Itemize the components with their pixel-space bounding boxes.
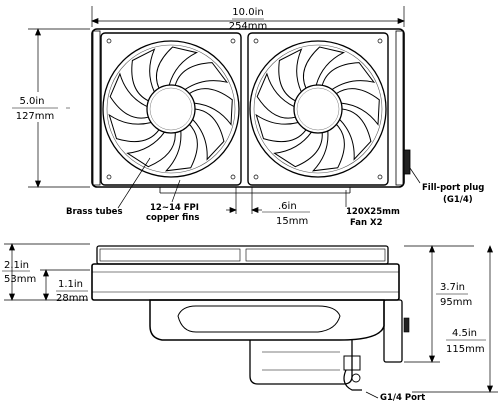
fan-blade: [131, 48, 156, 102]
fan-blades: [255, 46, 380, 172]
side-c-mm-label: 95mm: [440, 297, 472, 308]
port-label: G1/4 Port: [380, 393, 425, 403]
fan-blade: [273, 131, 323, 168]
side-b-mm-label: 28mm: [56, 293, 88, 304]
fan-size-label-2: Fan X2: [350, 218, 383, 228]
side-b-in-label: 1.1in: [58, 279, 83, 290]
fan-blade: [321, 62, 376, 91]
fill-port-label-1: Fill-port plug: [422, 183, 484, 193]
fan-gap-dimension: [226, 187, 310, 214]
fan-blade: [174, 62, 229, 91]
fan-left: [102, 38, 240, 180]
fill-port-label-2: (G1/4): [443, 195, 473, 205]
fins-label-2: copper fins: [146, 213, 199, 223]
fan-blade: [302, 46, 346, 89]
fan-blade: [311, 123, 345, 172]
side-c-in-label: 3.7in: [440, 282, 465, 293]
fins-label-1: 12~14 FPI: [150, 203, 199, 213]
fan-gap-in-label: .6in: [278, 201, 297, 212]
fan-blade: [339, 108, 372, 161]
side-d-in-label: 4.5in: [452, 328, 477, 339]
fan-blade: [155, 46, 199, 89]
side-a-in-label: 2.1in: [4, 260, 29, 271]
brass-tubes-label: Brass tubes: [66, 207, 123, 217]
width-mm-label: 254mm: [229, 21, 268, 32]
side-dims-left: [4, 243, 90, 301]
height-label-bg: [6, 92, 66, 122]
width-dimension: [91, 6, 405, 27]
fan-blade: [255, 113, 307, 143]
width-in-label: 10.0in: [232, 7, 263, 18]
fan-blade: [256, 72, 296, 119]
fan-blade: [278, 48, 303, 102]
callout-leaders-top: [117, 157, 421, 209]
fan-blade: [164, 123, 198, 172]
fan-blade: [188, 88, 233, 126]
fan-blades: [108, 46, 233, 172]
height-mm-label: 127mm: [16, 111, 55, 122]
fan-right: [249, 38, 387, 180]
side-view: [91, 245, 410, 391]
side-dims-right: [404, 245, 498, 393]
fan-blade: [335, 88, 380, 126]
side-d-mm-label: 115mm: [446, 344, 485, 355]
fan-gap-mm-label: 15mm: [276, 216, 308, 227]
fan-blade: [192, 108, 225, 161]
bottom-tube-strip: [159, 187, 351, 194]
port-leader: [365, 391, 379, 399]
fan-size-label-1: 120X25mm: [346, 207, 400, 217]
fan-blade: [108, 113, 160, 143]
height-in-label: 5.0in: [19, 96, 44, 107]
fan-blade: [109, 72, 149, 119]
radiator-top-view: [91, 28, 411, 188]
fan-blade: [126, 131, 176, 168]
side-a-mm-label: 53mm: [4, 274, 36, 285]
